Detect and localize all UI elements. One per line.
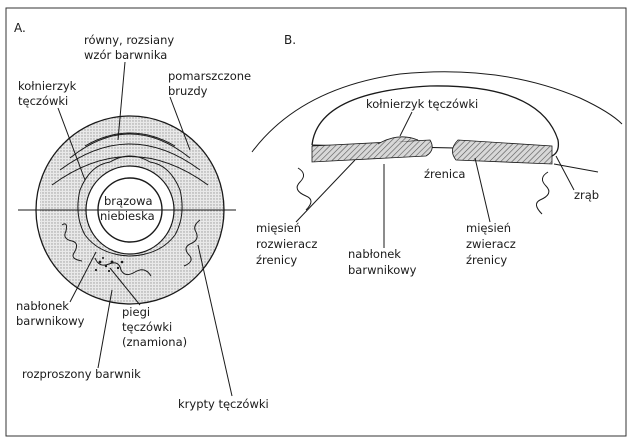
label-b-sphincter-2: zwieracz <box>466 237 516 251</box>
label-b-collarette: kołnierzyk tęczówki <box>366 97 478 111</box>
label-freckles-2: tęczówki <box>122 320 172 334</box>
label-b-dilator-3: źrenicy <box>256 253 297 267</box>
label-b-epithelium-2: barwnikowy <box>348 263 417 277</box>
leader-b-sphincter <box>475 158 490 222</box>
label-b-sphincter-1: mięsień <box>466 221 511 235</box>
iris-left <box>312 140 432 162</box>
leader-b-dilator <box>296 160 355 222</box>
leader-b-stroma <box>556 156 574 190</box>
label-collarette-2: tęczówki <box>18 94 68 108</box>
leader-diffuse <box>98 290 112 368</box>
label-furrows-2: bruzdy <box>168 84 208 98</box>
label-freckles-1: piegi <box>122 305 150 319</box>
panel-a: A. równy, rozsiany wzór b <box>14 21 269 411</box>
label-crypts: krypty tęczówki <box>178 397 269 411</box>
label-b-epithelium-1: nabłonek <box>348 247 401 261</box>
label-b-pupil: źrenica <box>424 167 465 181</box>
leader-crypts <box>198 245 232 396</box>
label-b-dilator-1: mięsień <box>256 221 301 235</box>
label-furrows-1: pomarszczone <box>168 69 251 83</box>
globe-curve <box>252 72 622 152</box>
panel-b: B. kołnierzyk tęczówki źrenica zrąb mięs… <box>252 33 622 277</box>
label-diffuse: rozproszony barwnik <box>22 367 141 381</box>
label-freckles-3: (znamiona) <box>122 335 187 349</box>
label-even-pattern-1: równy, rozsiany <box>84 33 174 47</box>
label-blue: niebieska <box>100 209 155 223</box>
label-even-pattern-2: wzór barwnika <box>84 48 167 62</box>
iris-right <box>452 140 552 164</box>
label-collarette-1: kołnierzyk <box>18 79 77 93</box>
label-b-stroma: zrąb <box>574 188 599 202</box>
label-brown: brązowa <box>104 194 153 208</box>
label-pigment-epi-1: nabłonek <box>16 299 69 313</box>
panel-a-letter: A. <box>14 21 26 35</box>
leader-b-collarette <box>400 112 412 136</box>
label-b-sphincter-3: źrenicy <box>466 253 507 267</box>
ciliary-left <box>297 168 311 210</box>
label-pigment-epi-2: barwnikowy <box>16 314 85 328</box>
panel-b-letter: B. <box>284 33 296 47</box>
label-b-dilator-2: rozwieracz <box>256 237 317 251</box>
ciliary-right <box>536 172 548 214</box>
